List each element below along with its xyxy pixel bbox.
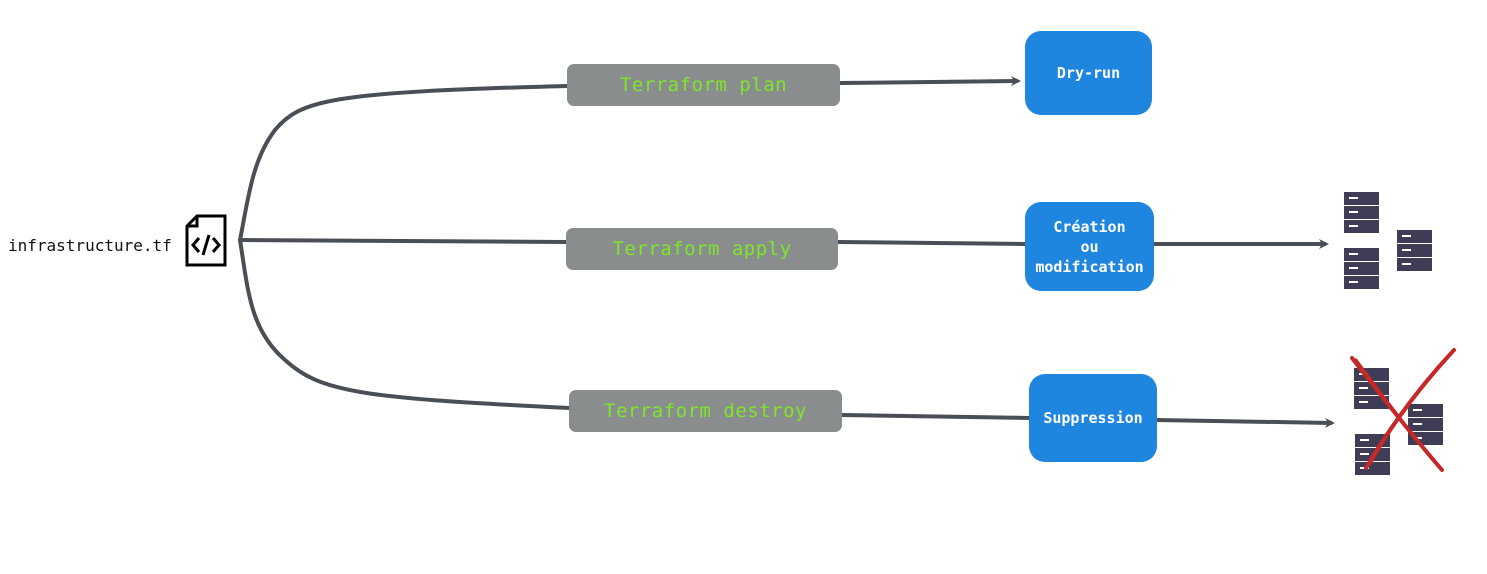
terraform-apply-label: Terraform apply xyxy=(612,238,792,260)
terraform-destroy-label: Terraform destroy xyxy=(604,400,807,422)
server-stack-top-left xyxy=(1344,192,1379,233)
deleted-server-stack-bottom-left xyxy=(1355,434,1390,475)
terraform-destroy-box: Terraform destroy xyxy=(569,390,842,432)
creation-label-line-3: modification xyxy=(1035,257,1144,276)
file-name-label: infrastructure.tf xyxy=(8,236,172,255)
terraform-plan-box: Terraform plan xyxy=(567,64,840,106)
arrow-plan-to-dryrun xyxy=(839,76,1021,87)
branch-apply-line xyxy=(238,238,568,244)
creation-label-line-2: ou xyxy=(1080,237,1099,256)
branch-plan-curve xyxy=(238,84,570,242)
terraform-apply-box: Terraform apply xyxy=(566,228,838,270)
line-apply-to-creation xyxy=(837,240,1027,246)
arrow-suppression-to-servers xyxy=(1156,417,1335,428)
line-destroy-to-suppression xyxy=(841,413,1031,420)
branch-destroy-curve xyxy=(238,238,572,410)
server-stack-crossed-icon xyxy=(1350,348,1456,475)
deleted-server-stack-right xyxy=(1408,404,1443,445)
creation-modification-box: Création ou modification xyxy=(1025,202,1154,291)
code-file-icon xyxy=(185,214,227,267)
dry-run-label: Dry-run xyxy=(1056,64,1121,82)
terraform-plan-label: Terraform plan xyxy=(619,74,788,96)
server-stack-right xyxy=(1397,230,1432,271)
server-stack-icon xyxy=(1344,192,1432,289)
dry-run-box: Dry-run xyxy=(1025,31,1152,115)
suppression-label: Suppression xyxy=(1043,409,1143,427)
deleted-server-stack-top-left xyxy=(1354,368,1389,409)
creation-label-line-1: Création xyxy=(1053,217,1126,236)
suppression-box: Suppression xyxy=(1029,374,1157,462)
red-cross-mark xyxy=(1350,348,1456,472)
server-stack-bottom-left xyxy=(1344,248,1379,289)
